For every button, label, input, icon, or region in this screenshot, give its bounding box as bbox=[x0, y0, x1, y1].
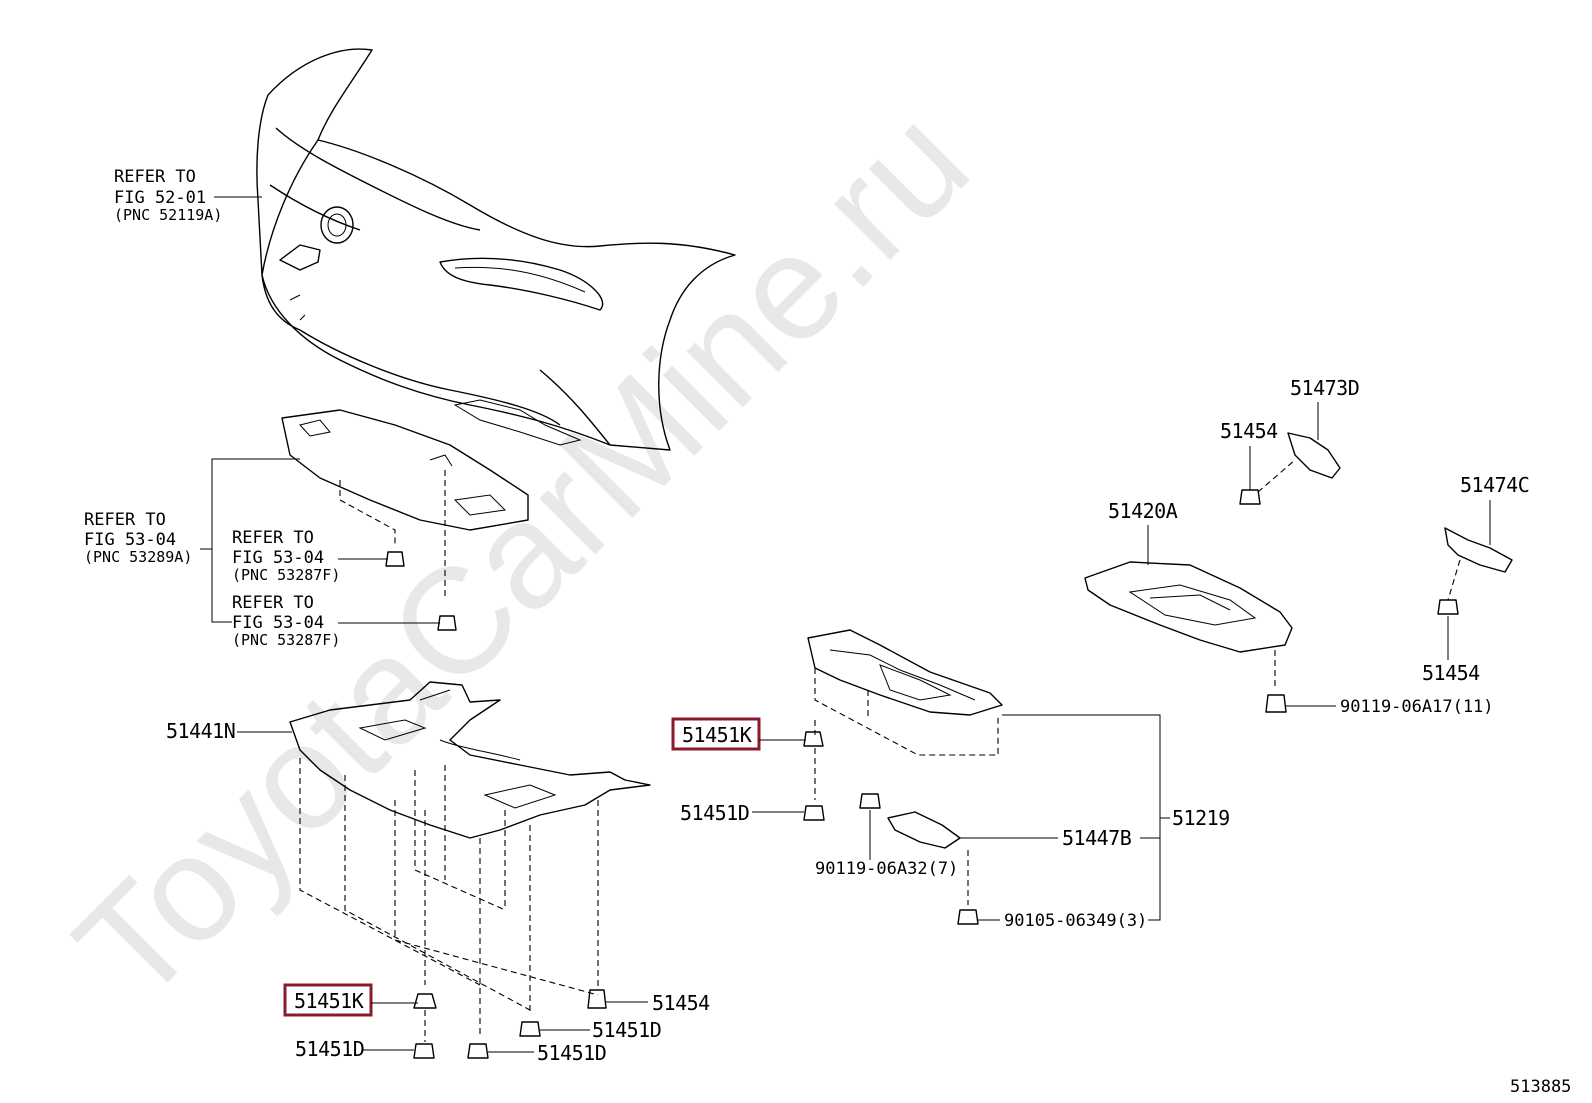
clip-reference-1: REFER TO FIG 53-04 (PNC 53287F) bbox=[232, 528, 405, 584]
bolt-90119-06A32: 90119-06A32(7) bbox=[815, 793, 958, 879]
svg-text:51451D: 51451D bbox=[295, 1037, 364, 1061]
svg-text:51447B: 51447B bbox=[1062, 826, 1132, 850]
svg-text:REFER TO: REFER TO bbox=[84, 510, 166, 530]
svg-text:51451D: 51451D bbox=[592, 1018, 661, 1042]
fastener-51454-right: 51454 bbox=[1422, 599, 1481, 685]
radiator-support-cover bbox=[281, 409, 529, 600]
bolt-90119-06A17: 90119-06A17(11) bbox=[1265, 694, 1494, 717]
svg-text:51454: 51454 bbox=[1220, 419, 1278, 443]
clip-reference-2: REFER TO FIG 53-04 (PNC 53287F) bbox=[232, 593, 457, 649]
svg-text:(PNC 53287F): (PNC 53287F) bbox=[232, 566, 340, 584]
svg-text:51473D: 51473D bbox=[1290, 376, 1359, 400]
bracket-51447B: 51447B bbox=[887, 811, 1132, 905]
svg-text:FIG 53-04: FIG 53-04 bbox=[84, 530, 176, 550]
bumper-reference: REFER TO FIG 52-01 (PNC 52119A) bbox=[114, 167, 262, 224]
svg-text:90105-06349(3): 90105-06349(3) bbox=[1004, 911, 1147, 931]
svg-text:(PNC 53289A): (PNC 53289A) bbox=[84, 548, 192, 566]
fastener-51451D-c: 51451D bbox=[519, 1018, 662, 1042]
fastener-51451K-upper: 51451K bbox=[671, 717, 824, 800]
svg-text:51451K: 51451K bbox=[294, 989, 364, 1013]
bracket-51473D: 51473D bbox=[1257, 376, 1360, 493]
fastener-51451D-d: 51451D bbox=[467, 1041, 607, 1065]
front-bumper-illustration bbox=[256, 48, 736, 451]
svg-text:51454: 51454 bbox=[1422, 661, 1480, 685]
svg-text:51451D: 51451D bbox=[537, 1041, 606, 1065]
svg-text:FIG 53-04: FIG 53-04 bbox=[232, 548, 324, 568]
svg-text:51420A: 51420A bbox=[1108, 499, 1178, 523]
svg-text:REFER TO: REFER TO bbox=[232, 593, 314, 613]
bracket-51219: 51219 bbox=[1002, 714, 1230, 921]
svg-text:51454: 51454 bbox=[652, 991, 710, 1015]
svg-text:51474C: 51474C bbox=[1460, 473, 1529, 497]
label-51441N: 51441N bbox=[166, 719, 292, 743]
svg-text:51451D: 51451D bbox=[680, 801, 749, 825]
fastener-51451D-a: 51451D bbox=[680, 801, 825, 825]
svg-text:51441N: 51441N bbox=[166, 719, 235, 743]
fastener-51454-upper: 51454 bbox=[1220, 419, 1279, 505]
bolt-90105-06349: 90105-06349(3) bbox=[957, 909, 1147, 931]
fastener-51454-lower: 51454 bbox=[587, 989, 711, 1015]
svg-text:(PNC 53287F): (PNC 53287F) bbox=[232, 631, 340, 649]
svg-text:REFER TO: REFER TO bbox=[114, 167, 196, 187]
diagram-id: 513885 bbox=[1510, 1077, 1571, 1097]
bracket-51474C: 51474C bbox=[1444, 473, 1530, 601]
fastener-51451K-lower: 51451K bbox=[283, 983, 437, 1017]
svg-text:90119-06A32(7): 90119-06A32(7) bbox=[815, 859, 958, 879]
svg-text:51451K: 51451K bbox=[682, 723, 752, 747]
svg-text:FIG 52-01: FIG 52-01 bbox=[114, 188, 206, 208]
svg-text:(PNC 52119A): (PNC 52119A) bbox=[114, 206, 222, 224]
rear-under-cover-51420A: 51420A bbox=[1084, 499, 1293, 690]
svg-text:90119-06A17(11): 90119-06A17(11) bbox=[1340, 697, 1494, 717]
cover-reference: REFER TO FIG 53-04 (PNC 53289A) bbox=[84, 458, 300, 623]
svg-text:FIG 53-04: FIG 53-04 bbox=[232, 613, 324, 633]
svg-text:51219: 51219 bbox=[1172, 806, 1230, 830]
fastener-51451D-b: 51451D bbox=[295, 1010, 435, 1061]
svg-text:REFER TO: REFER TO bbox=[232, 528, 314, 548]
engine-under-cover-51441N bbox=[289, 681, 651, 1035]
center-under-cover-51219 bbox=[807, 629, 1003, 756]
